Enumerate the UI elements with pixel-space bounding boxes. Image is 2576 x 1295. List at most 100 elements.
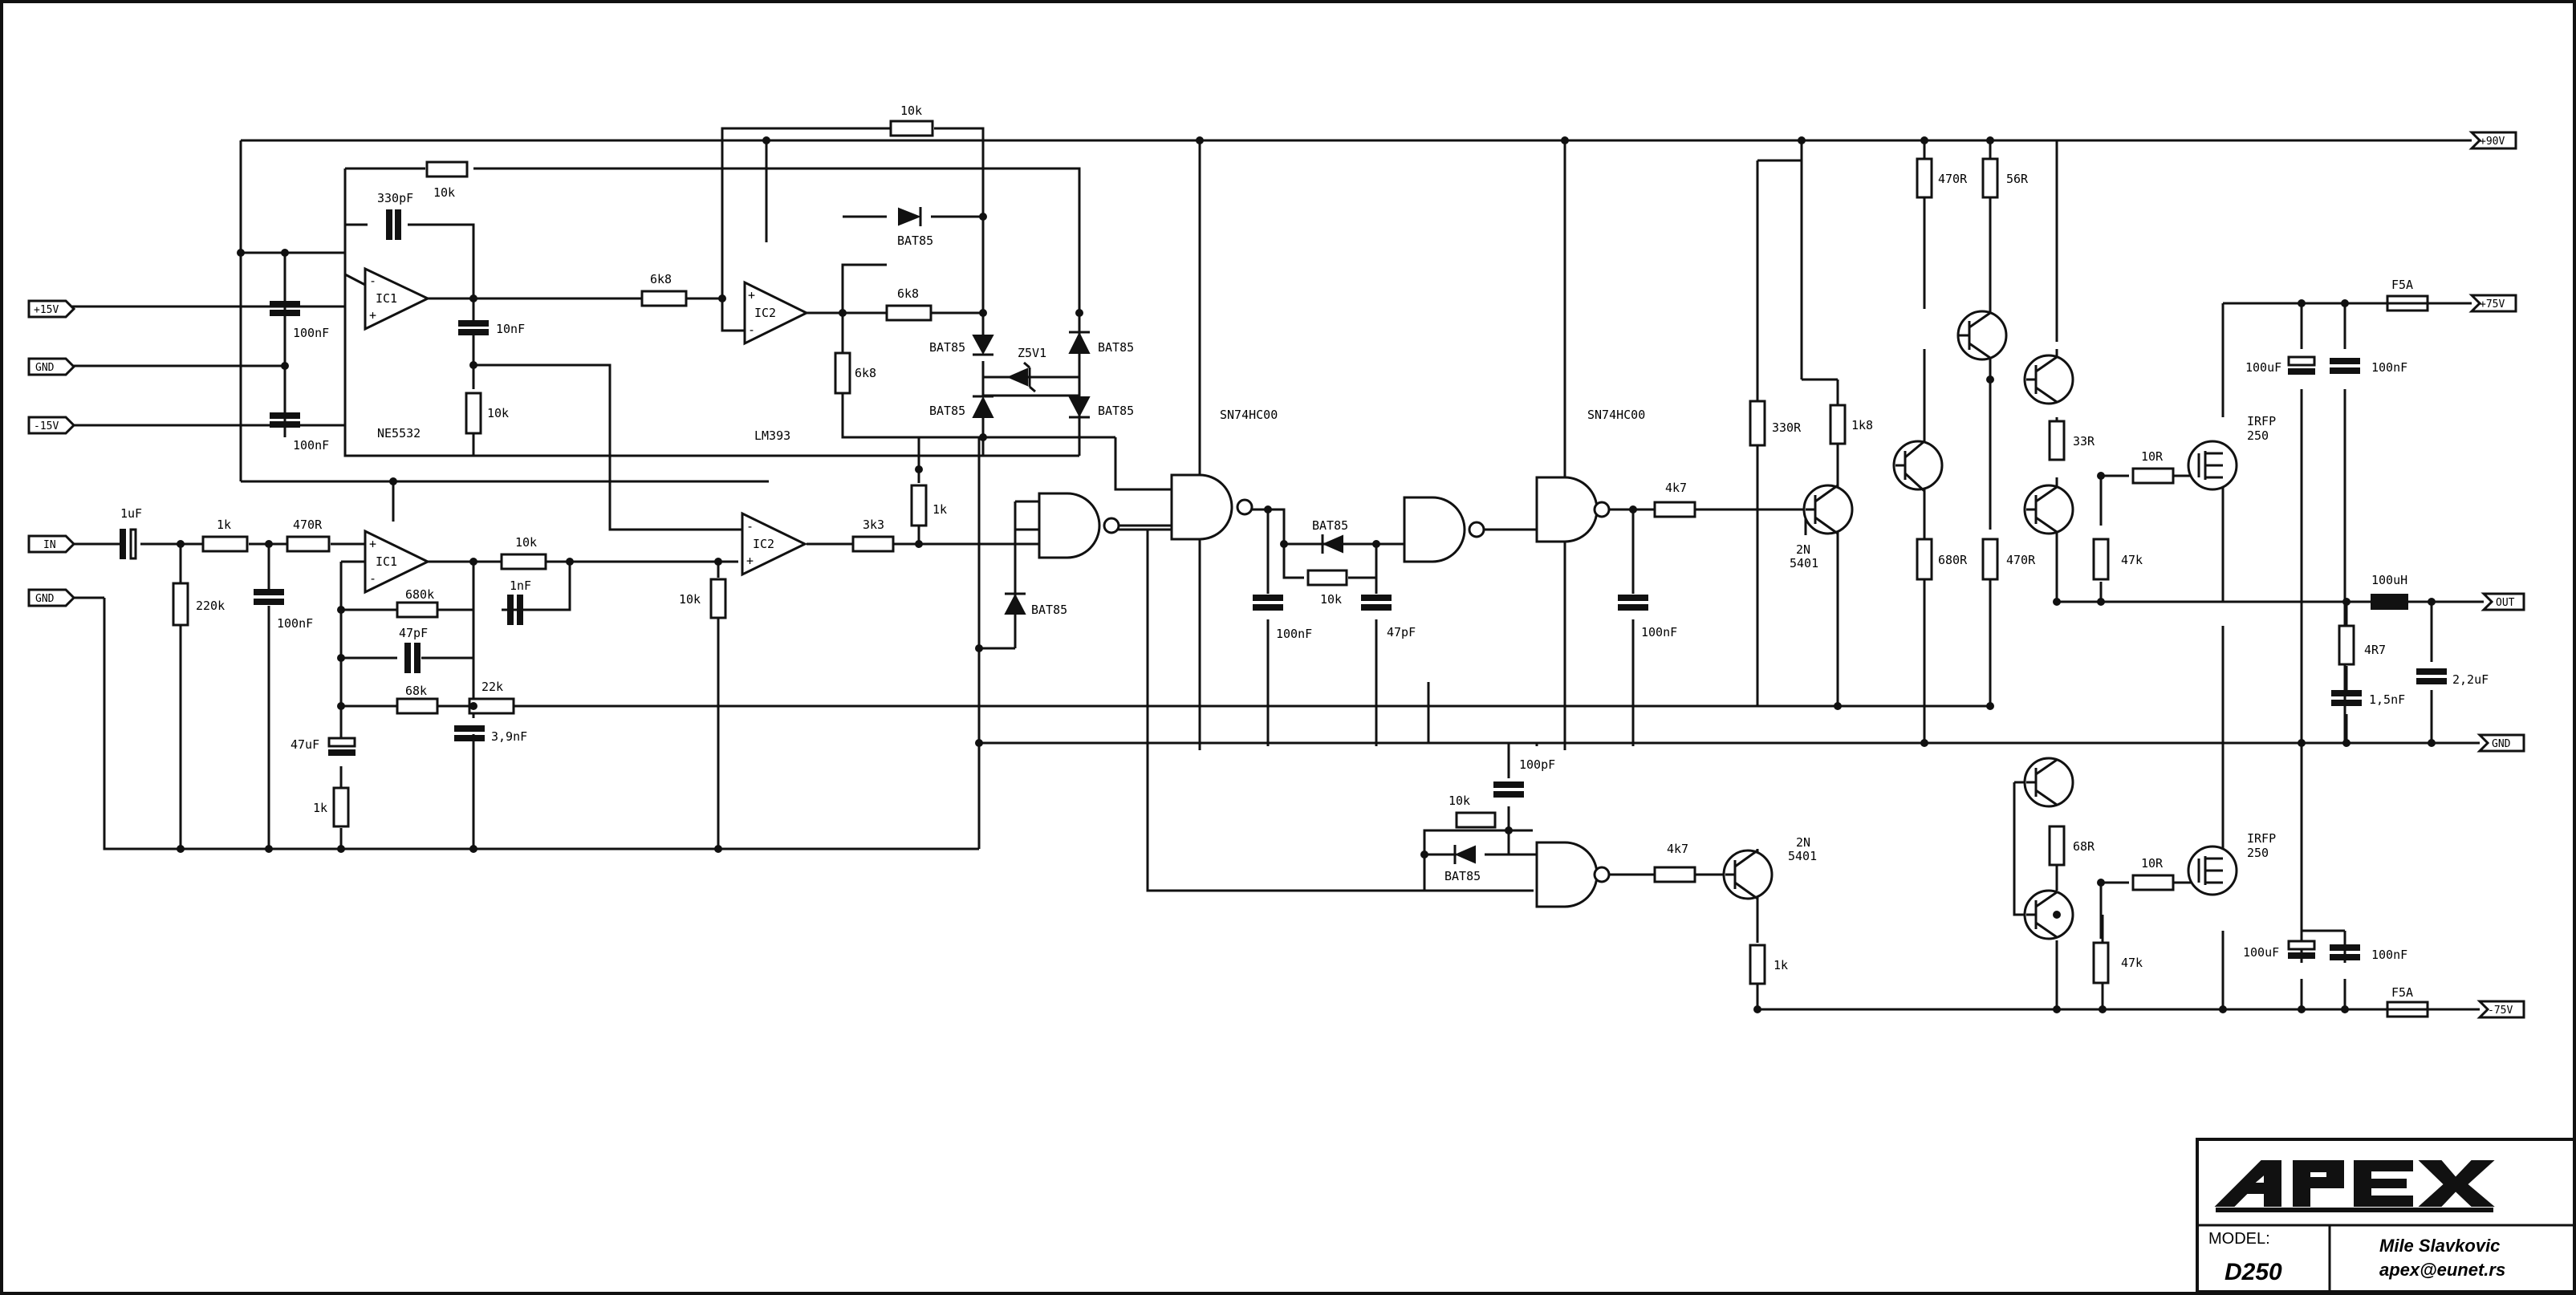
- resistor: [286, 535, 331, 553]
- diode: [1453, 845, 1476, 864]
- capacitor: [120, 528, 137, 560]
- component-label: 68k: [405, 684, 427, 698]
- opamp-plus: +: [369, 537, 376, 551]
- component-label: BAT85: [897, 233, 933, 248]
- ic-label: IC2: [753, 537, 774, 551]
- component-label: 100pF: [1519, 757, 1555, 772]
- model-name: D250: [2225, 1259, 2282, 1285]
- capacitor: [454, 725, 485, 741]
- opamp-minus: -: [746, 519, 754, 534]
- diode: [1004, 592, 1026, 615]
- resistor: [709, 578, 727, 619]
- component-label: 680k: [405, 587, 434, 602]
- component-label: 100nF: [1276, 627, 1312, 641]
- resistor: [1981, 538, 1999, 581]
- port-flag: [27, 299, 76, 319]
- resistor: [396, 697, 439, 715]
- ic-part: SN74HC00: [1220, 408, 1278, 422]
- resistor: [1653, 866, 1696, 883]
- component-label: 1k: [932, 502, 947, 517]
- capacitor: [507, 595, 523, 625]
- capacitor: [386, 209, 401, 240]
- bjt-transistor: [1956, 310, 2008, 361]
- capacitor: [270, 301, 300, 316]
- resistor: [1916, 157, 1933, 199]
- nand-gate: [1038, 492, 1101, 559]
- opamp-minus: -: [369, 571, 376, 586]
- capacitor: [2331, 690, 2362, 706]
- ic-part: SN74HC00: [1587, 408, 1645, 422]
- opamp-plus: +: [748, 288, 755, 302]
- junction-dots: [177, 136, 2436, 1013]
- component-label: 4k7: [1665, 481, 1687, 495]
- component-label: 330R: [1772, 420, 1802, 435]
- capacitor: [270, 412, 300, 428]
- component-label: 100nF: [1641, 625, 1677, 639]
- bjt-transistor: [1892, 440, 1944, 493]
- resistor: [1749, 944, 1766, 985]
- resistor: [1455, 811, 1497, 829]
- component-label: 10k: [433, 185, 455, 200]
- port-label: -15V: [34, 420, 59, 432]
- fuses: F5A F5A 100uH: [2371, 278, 2429, 1018]
- capacitor: [2287, 940, 2316, 959]
- port-flag: [27, 416, 76, 435]
- capacitors: 330pF 100nF 100nF 10nF 1uF 100nF 1nF 47p…: [120, 191, 2489, 962]
- component-label: 5401: [1790, 556, 1818, 570]
- mosfet-transistor: [2187, 845, 2238, 896]
- diode: [972, 395, 994, 418]
- capacitor: [458, 320, 489, 335]
- component-label: 10nF: [496, 322, 525, 336]
- resistor: [1916, 538, 1933, 581]
- diode: [898, 207, 922, 226]
- component-label: 33R: [2073, 434, 2095, 449]
- capacitor: [2330, 358, 2360, 374]
- component-label: 470R: [1938, 172, 1968, 186]
- component-label: 10R: [2141, 449, 2164, 464]
- resistor: [2131, 467, 2175, 485]
- component-label: BAT85: [1098, 340, 1134, 355]
- port-label: OUT: [2496, 597, 2515, 609]
- resistor: [2048, 825, 2066, 867]
- component-label: 47pF: [399, 626, 428, 640]
- port-flags: +15V GND -15V IN GND +90V +75V OUT GND -…: [27, 131, 2525, 1019]
- resistor: [500, 553, 547, 570]
- component-label: IRFP: [2247, 414, 2276, 428]
- nand-gate: [1403, 496, 1466, 563]
- component-label: 100nF: [277, 616, 313, 631]
- resistor: [910, 484, 928, 527]
- component-label: 100uF: [2245, 360, 2281, 375]
- bjt-transistor: [1722, 849, 1774, 900]
- component-label: 6k8: [897, 286, 919, 301]
- nand-gates: SN74HC00 SN74HC00: [1038, 408, 1645, 908]
- component-label: 1k: [1774, 958, 1788, 972]
- port-label: -75V: [2488, 1005, 2513, 1017]
- resistor: [1981, 157, 1999, 199]
- component-label: 47k: [2121, 956, 2143, 970]
- component-label: 1k8: [1851, 418, 1873, 432]
- capacitor: [327, 737, 356, 756]
- component-label: 2,2uF: [2452, 672, 2489, 687]
- opamp-plus: +: [746, 554, 754, 568]
- resistor: [1653, 501, 1696, 518]
- nand-bubble: [1593, 866, 1611, 883]
- resistor: [834, 351, 851, 395]
- component-label: 1k: [313, 801, 327, 815]
- resistor: [425, 160, 469, 178]
- port-flag: [2476, 733, 2525, 753]
- nand-gate: [1170, 473, 1233, 541]
- capacitor: [1493, 781, 1524, 798]
- component-label: BAT85: [1098, 404, 1134, 418]
- component-label: 100nF: [2371, 360, 2407, 375]
- diode: [1068, 331, 1091, 354]
- diode: [1068, 396, 1091, 419]
- component-label: 47pF: [1387, 625, 1416, 639]
- component-label: BAT85: [929, 340, 965, 355]
- ic-part: LM393: [754, 428, 790, 443]
- component-label: 10k: [487, 406, 509, 420]
- bjt-transistor: [2023, 484, 2074, 535]
- capacitor: [1253, 595, 1283, 611]
- capacitor: [2287, 355, 2316, 375]
- bjt-transistor: [2023, 889, 2074, 940]
